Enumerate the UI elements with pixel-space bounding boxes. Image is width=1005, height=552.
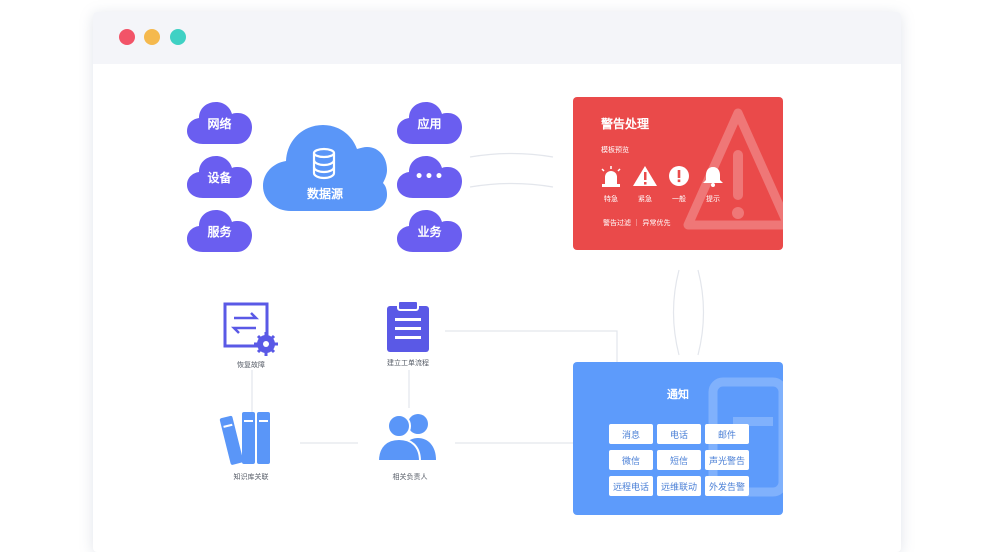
cloud-network: 网络 [187, 100, 252, 146]
alert-panel: 警告处理 模板预览 特急 紧急 [573, 97, 783, 250]
cloud-label: 应用 [417, 116, 442, 131]
notify-title: 通知 [667, 388, 689, 401]
books-icon [219, 412, 270, 465]
notify-channel: 声光警告 [705, 450, 749, 470]
cloud-label: ••• [414, 169, 445, 185]
recover-fault-node [222, 302, 280, 360]
cloud-data-source: 数据源 [263, 123, 387, 213]
cloud-service: 服务 [187, 208, 252, 254]
alert-level-label: 提示 [706, 195, 720, 203]
cloud-label: 服务 [207, 224, 232, 239]
warning-triangle-icon [633, 166, 657, 186]
alert-level-urgent: 紧急 [631, 165, 659, 204]
alert-level-critical: 特急 [597, 165, 625, 204]
alert-level-label: 特急 [604, 195, 618, 203]
siren-icon [601, 166, 621, 187]
cloud-device: 设备 [187, 154, 252, 200]
alert-level-normal: 一般 [665, 165, 693, 204]
alert-title: 警告处理 [601, 117, 650, 131]
notify-channel: 短信 [657, 450, 701, 470]
notify-channel: 电话 [657, 424, 701, 444]
knowledge-label: 知识库关联 [233, 473, 269, 481]
alert-subtitle: 模板预览 [601, 146, 629, 154]
ticket-label: 建立工单流程 [387, 359, 429, 367]
notify-channel: 外发告警 [705, 476, 749, 496]
bell-icon [703, 167, 723, 187]
owner-label: 相关负责人 [392, 473, 428, 481]
database-icon [312, 147, 336, 180]
alert-level-hint: 提示 [699, 165, 727, 204]
ticket-node [385, 300, 433, 358]
knowledge-node [219, 410, 281, 470]
notify-channel: 消息 [609, 424, 653, 444]
alert-levels: 特急 紧急 一般 提示 [597, 165, 727, 205]
cloud-label: 设备 [207, 170, 232, 185]
exclamation-circle-icon [669, 166, 689, 186]
minimize-dot[interactable] [144, 29, 160, 45]
recover-fault-label: 恢复故障 [237, 361, 265, 369]
alert-level-label: 紧急 [638, 195, 652, 203]
maximize-dot[interactable] [170, 29, 186, 45]
notify-panel: 通知 消息 电话 邮件 微信 短信 声光警告 远程电话 远维联动 外发告警 [573, 362, 783, 515]
clipboard-icon [387, 300, 429, 352]
recover-settings-icon [223, 302, 278, 356]
notify-channel: 邮件 [705, 424, 749, 444]
cloud-more: ••• [397, 154, 462, 200]
cloud-business: 业务 [397, 208, 462, 254]
people-icon [376, 414, 436, 462]
owner-node [372, 410, 446, 466]
alert-level-label: 一般 [672, 195, 686, 203]
notify-channel: 远程电话 [609, 476, 653, 496]
cloud-label: 网络 [207, 116, 232, 131]
window-titlebar [93, 12, 901, 64]
close-dot[interactable] [119, 29, 135, 45]
notify-channel: 微信 [609, 450, 653, 470]
cloud-label: 业务 [417, 224, 442, 239]
alert-footer: 警告过滤 ｜ 异常优先 [603, 219, 671, 227]
connector-lines [251, 152, 705, 444]
notify-channel: 远维联动 [657, 476, 701, 496]
cloud-application: 应用 [397, 100, 462, 146]
cloud-label: 数据源 [306, 187, 343, 201]
